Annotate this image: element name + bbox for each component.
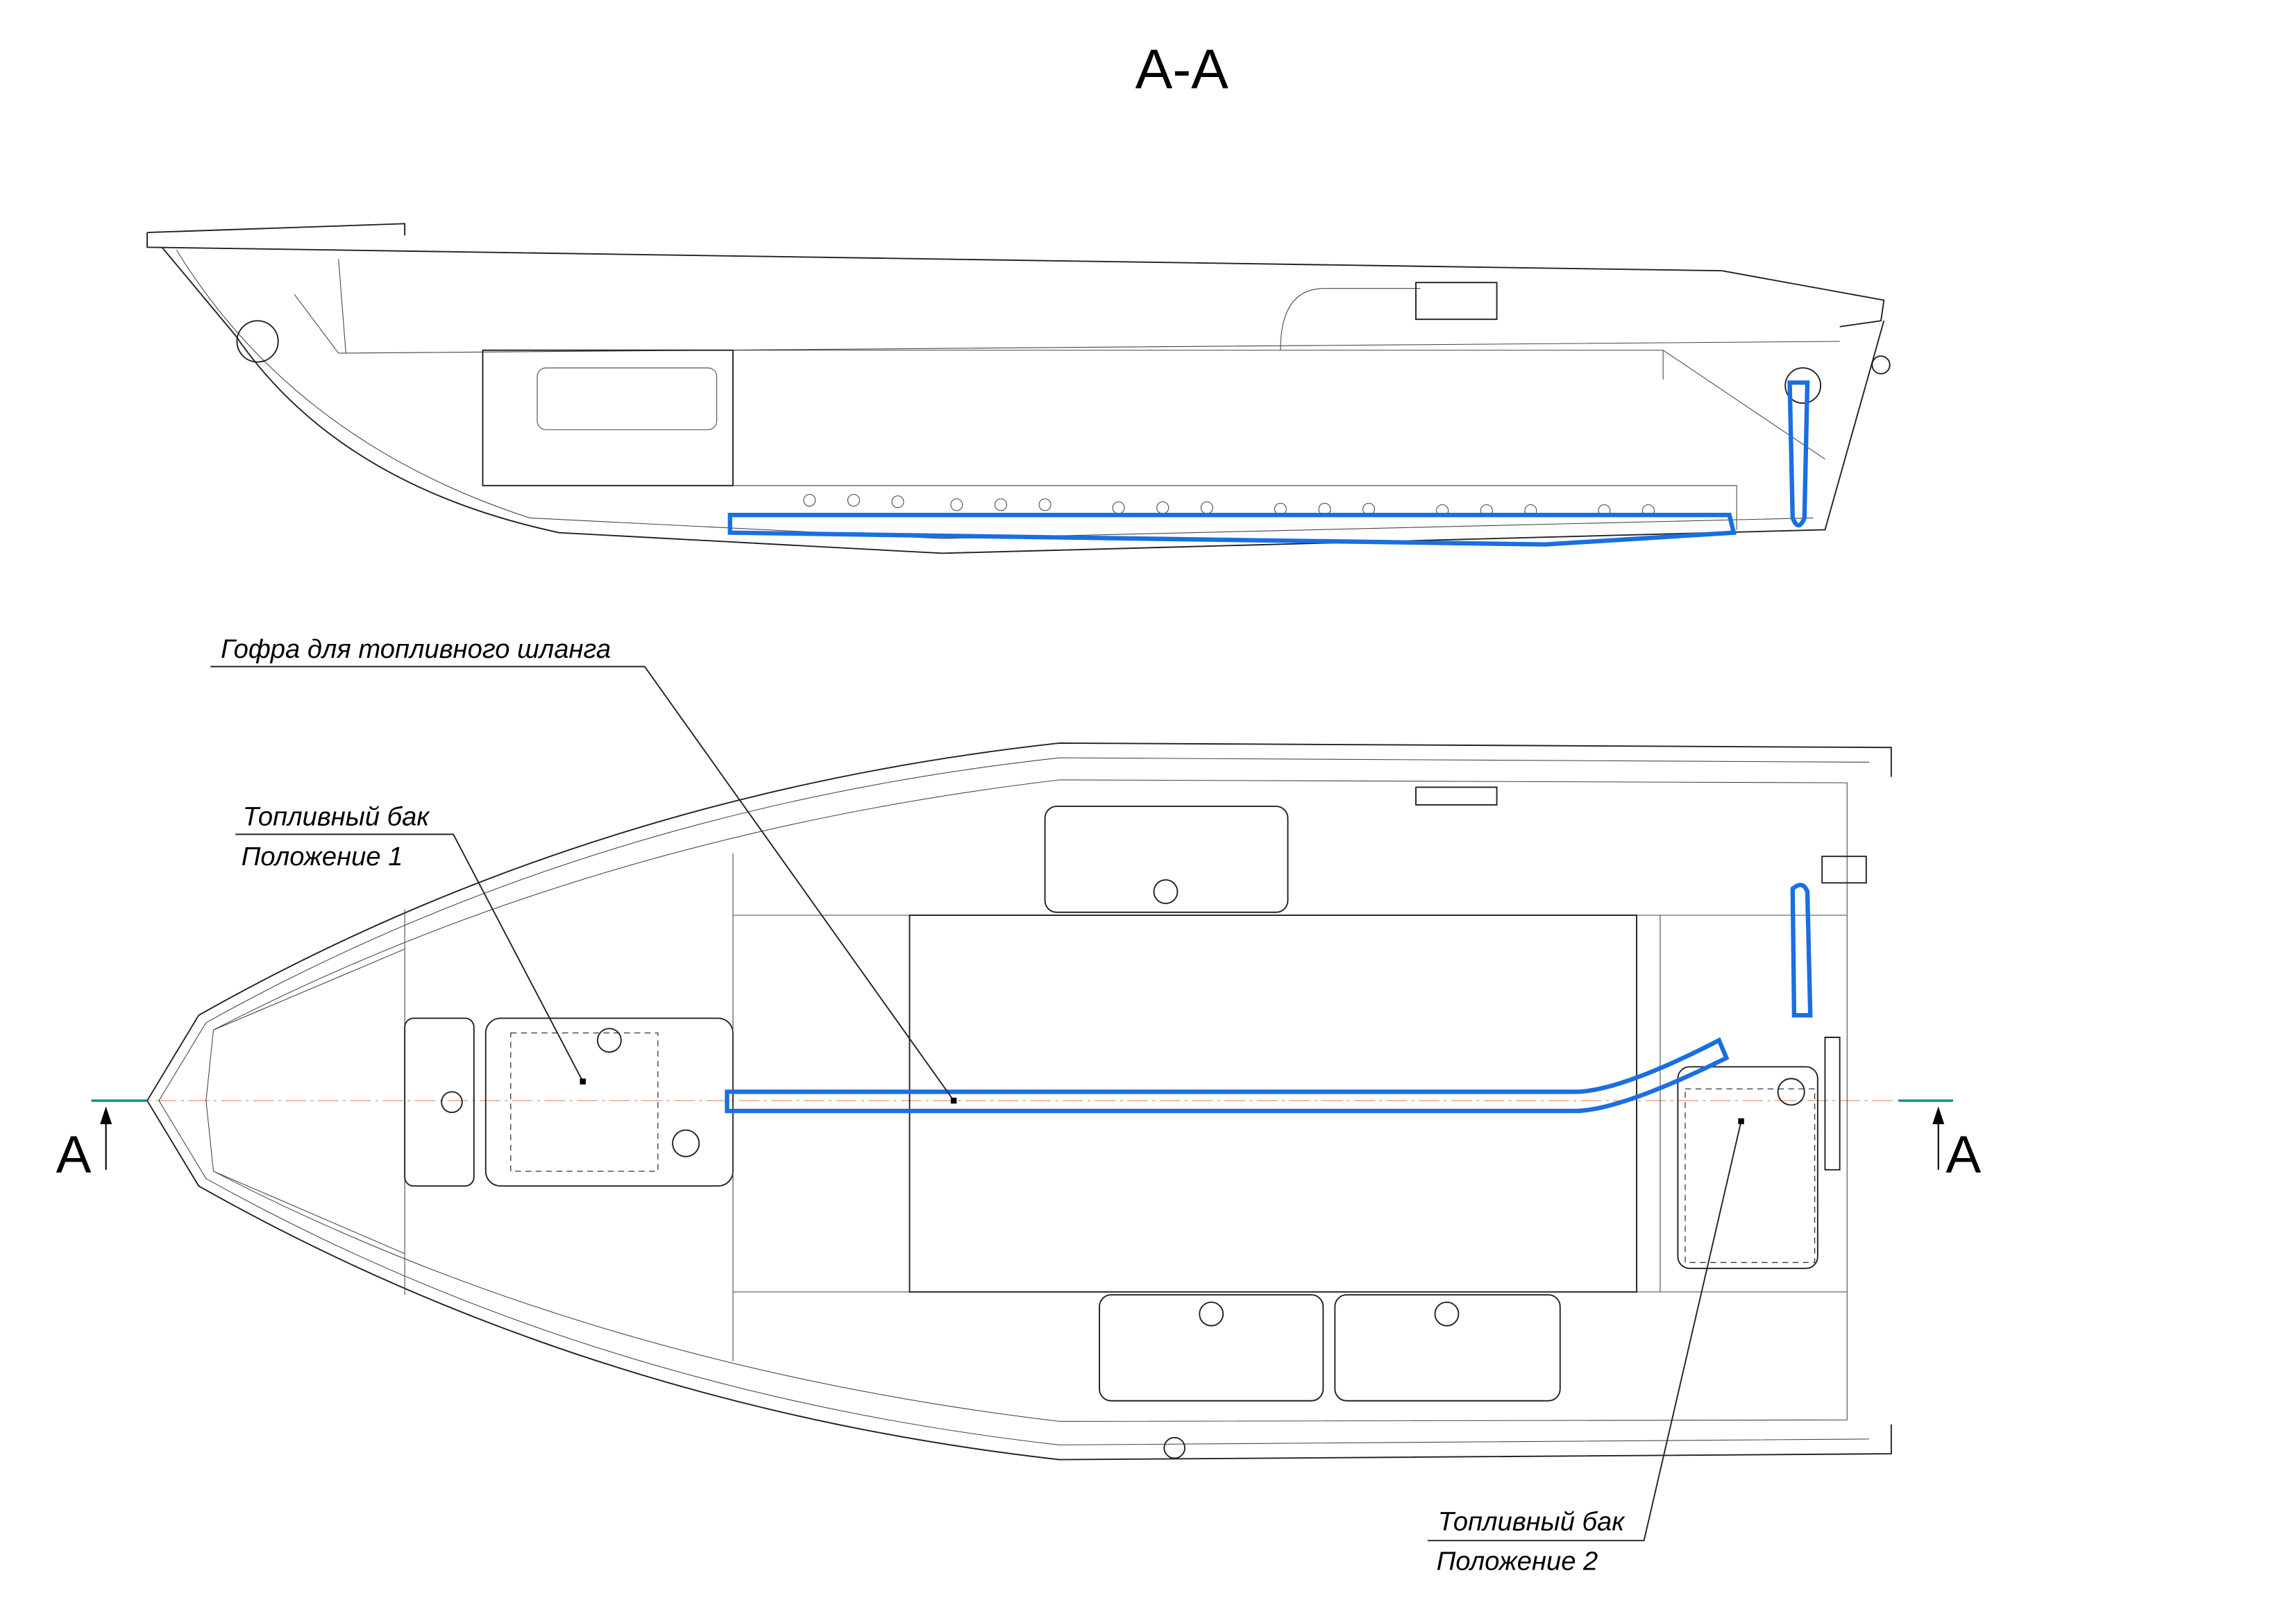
side-fuel-cap: [1784, 367, 1822, 405]
section-title: А-А: [1136, 38, 1229, 101]
top-view: [91, 742, 1943, 1461]
svg-text:Топливный бак: Топливный бак: [243, 802, 430, 832]
section-marker-left: А: [56, 1099, 148, 1184]
svg-text:Положение 2: Положение 2: [1437, 1547, 1598, 1577]
callout-tank-2: Топливный бак Положение 2: [1427, 1118, 1744, 1577]
tank-position-2: [1677, 1066, 1818, 1269]
tank-position-1: [484, 1017, 734, 1187]
section-marker-right: А: [1898, 1099, 1981, 1184]
callout-tank-1: Топливный бак Положение 1: [235, 802, 586, 1085]
svg-text:Гофра для топливного шланга: Гофра для топливного шланга: [221, 634, 611, 664]
callout-hose: Гофра для топливного шланга: [210, 634, 957, 1104]
svg-text:Топливный бак: Топливный бак: [1438, 1506, 1626, 1536]
svg-text:А: А: [56, 1125, 92, 1184]
top-hose: [725, 1037, 1730, 1114]
side-hose: [727, 513, 1737, 547]
svg-text:Положение 1: Положение 1: [242, 842, 403, 872]
svg-text:А: А: [1945, 1125, 1981, 1184]
side-view: [146, 223, 1891, 554]
